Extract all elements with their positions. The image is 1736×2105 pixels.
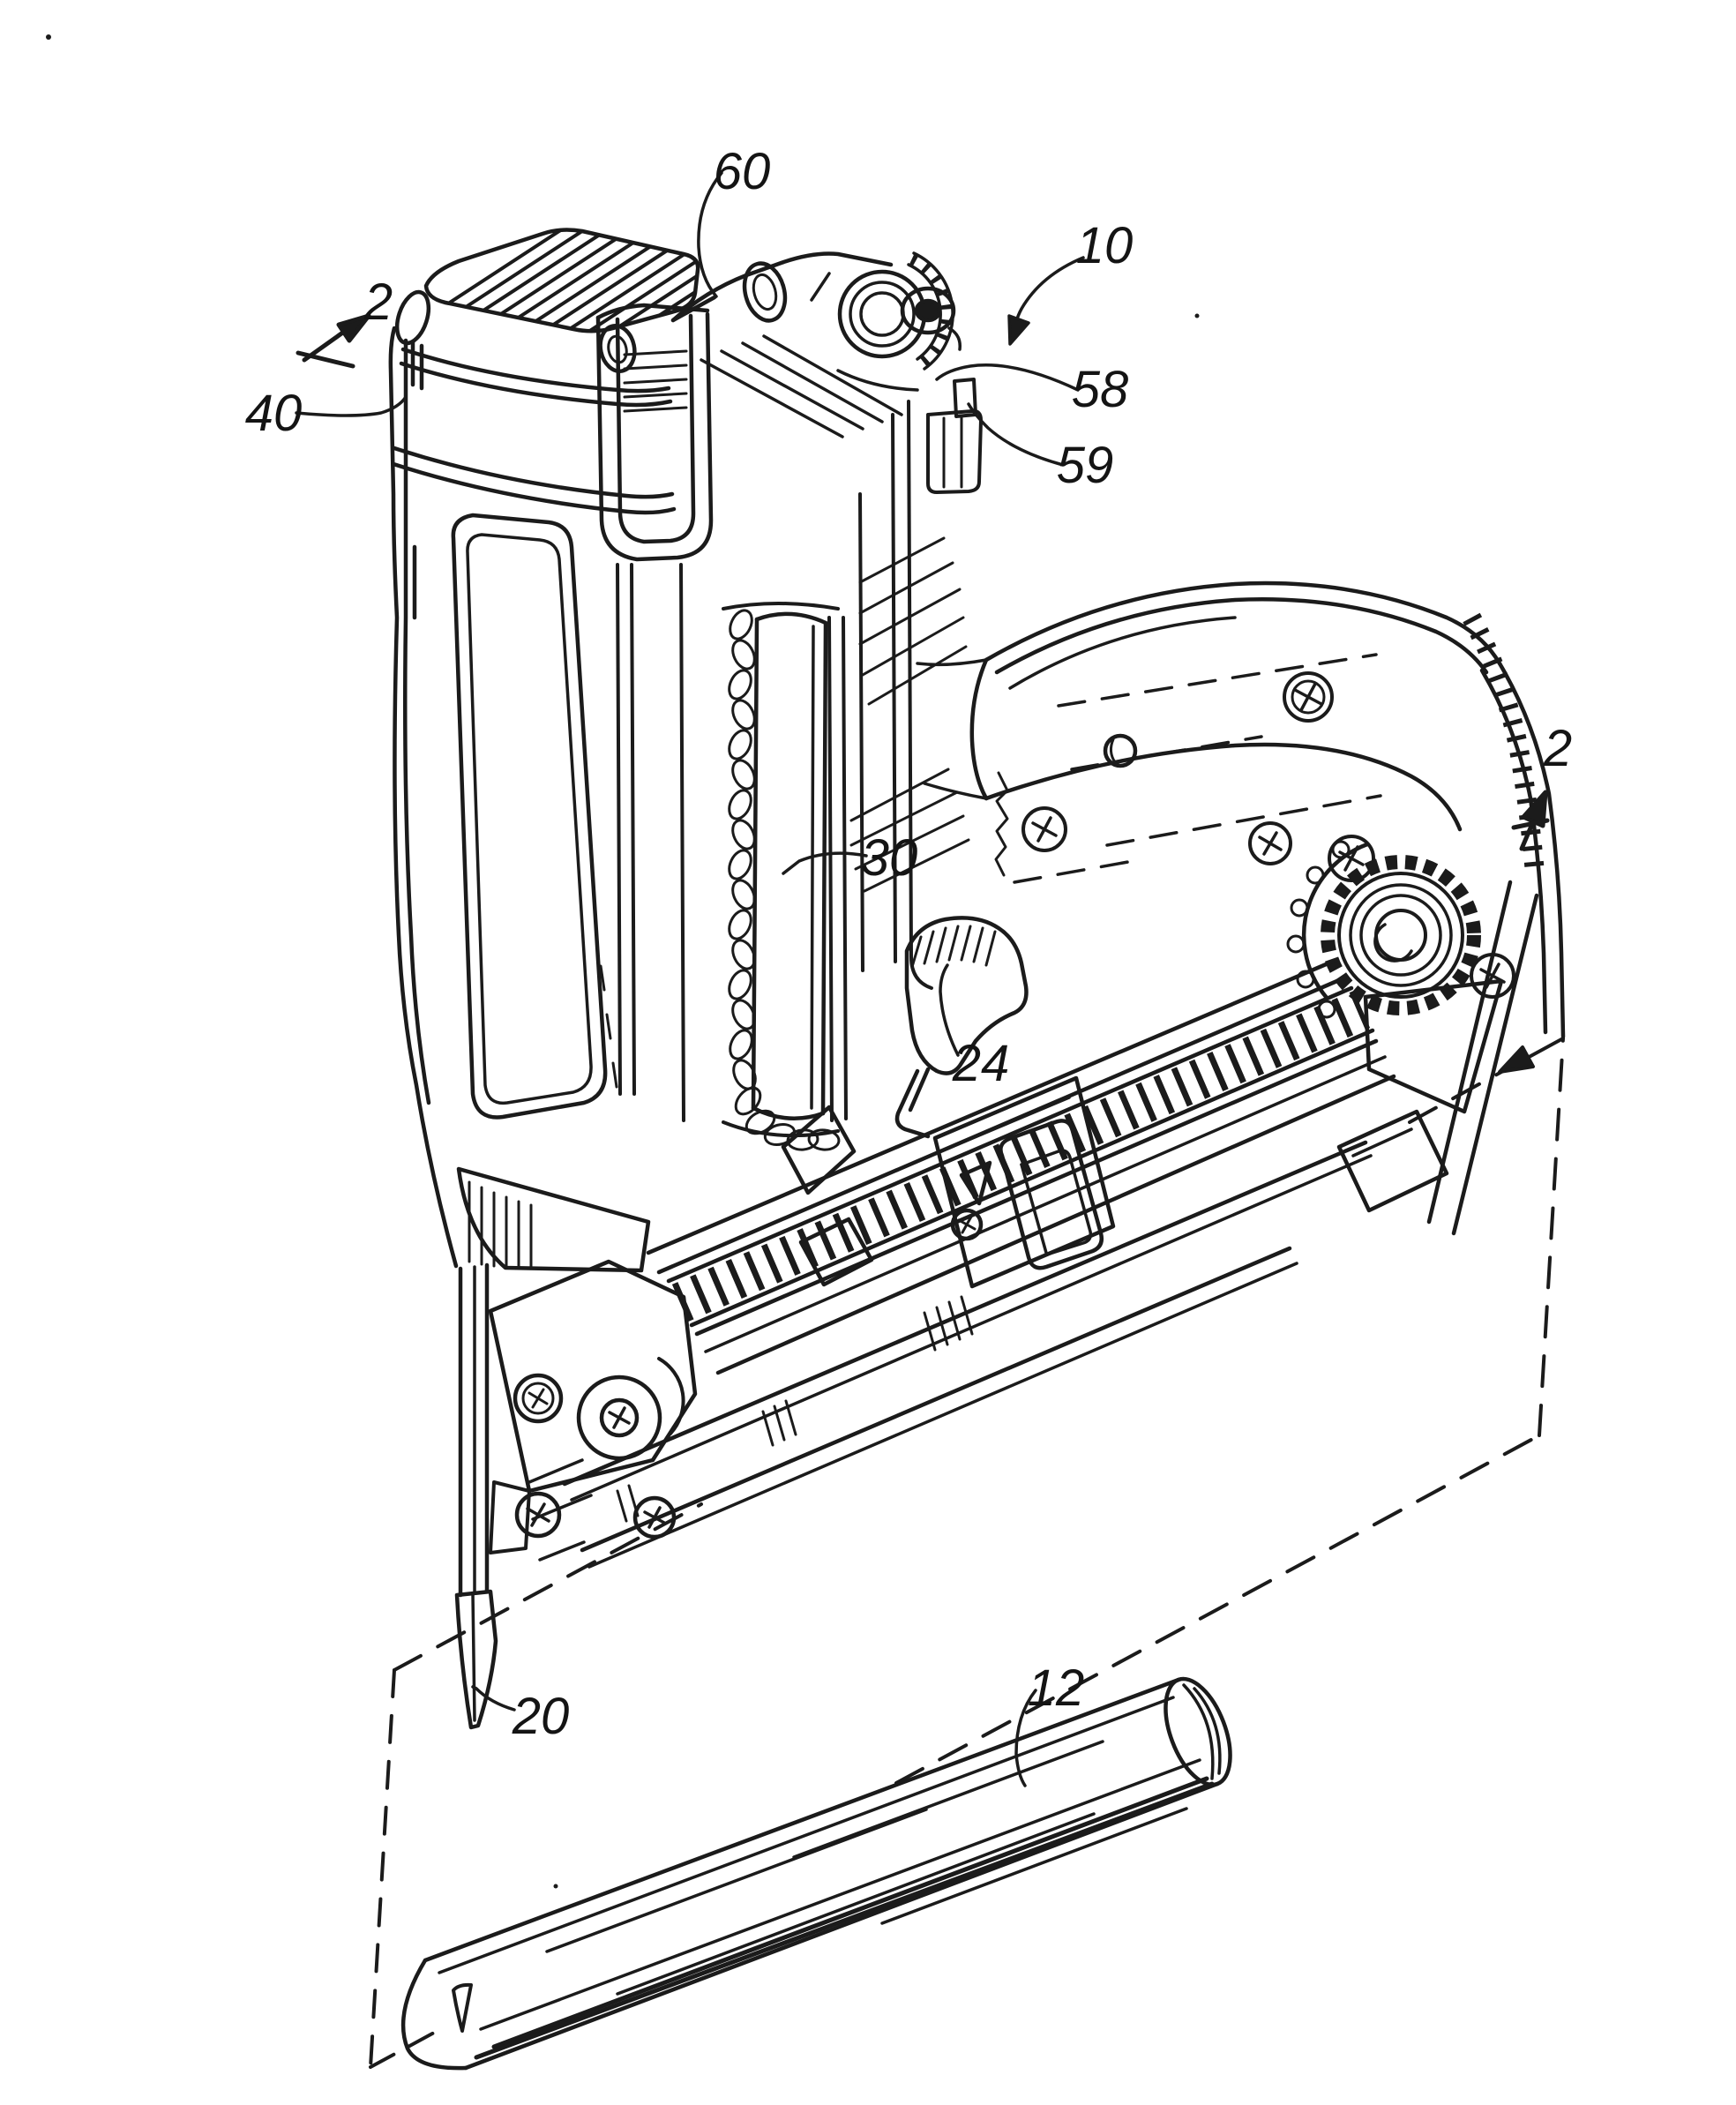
ink-specks [46,34,1200,1889]
ref-label-40: 40 [245,385,303,442]
section-arrow-left [296,313,371,369]
magazine [562,957,1396,1569]
pusher-indicator-triangle-icon [959,1160,992,1206]
latch-lower-clip [926,408,983,494]
ref-label-12: 12 [1028,1659,1085,1717]
nose-assembly [454,1259,698,1730]
ref-label-section-left: 2 [363,273,393,331]
magazine-shade-ticks [616,1295,974,1523]
handle-hole [1103,733,1138,768]
ref-label-58: 58 [1072,361,1129,418]
section-plane [369,1037,1565,2069]
screw-icon [1021,806,1067,852]
contact-tip [454,1589,498,1730]
section-arrow-right [1511,790,1550,851]
section-arrowhead-icon [336,313,371,343]
handle [916,581,1566,1039]
leader-12 [1014,1689,1037,1787]
roller-wheel [576,1375,662,1461]
housing-mid [616,400,970,1138]
housing-shade-hatching [849,536,970,893]
trigger-hatching [910,925,997,969]
battery-window [451,513,608,1120]
ref-label-20: 20 [512,1688,570,1745]
screw-icon [514,1491,562,1539]
nail-strip-hatching [671,990,1371,1322]
assembly-arrowhead-icon [1007,314,1030,346]
handle-hidden-lines [1013,653,1382,884]
leader-60 [697,171,723,298]
ref-label-60: 60 [714,143,771,200]
leader-24 [939,963,960,1057]
screw-icon [1328,835,1375,882]
ref-label-59: 59 [1057,437,1114,494]
adjustment-wheel [1286,840,1481,1019]
actuator-ring-hatching [909,252,954,369]
screw-icon [632,1495,677,1539]
ref-label-10: 10 [1076,217,1134,274]
leader-59 [967,402,1065,467]
screw-icon [1283,671,1334,723]
leader-30 [782,851,868,875]
roller-wheel-rear [657,1357,685,1435]
ref-label-24: 24 [952,1035,1010,1092]
rear-mount [1336,880,1539,1236]
belt-hook [595,303,714,562]
screw-icon [1248,821,1292,865]
wheel-knurl-teeth [1321,855,1481,1015]
workpiece-rod [400,1676,1232,2071]
pusher-grip [999,1119,1104,1270]
rod-grain-lines [438,1696,1215,2060]
rear-edge-hatching [1463,612,1545,874]
screw-icon [950,1208,984,1241]
nail-pusher [932,1075,1116,1289]
plane-direction-arrowhead-icon [1498,1045,1535,1074]
leader-40 [295,395,408,417]
actuator-cap [670,251,956,438]
ref-label-30: 30 [861,829,918,887]
fuel-cell-cylinder [728,609,841,1151]
leader-lines [295,171,1085,1787]
magazine-end-cap [1336,1109,1449,1213]
ref-label-section-right: 2 [1543,720,1572,777]
rod-marker-flag-icon [452,1982,473,2033]
screws [1021,671,1515,999]
screw-icon [513,1373,564,1424]
leader-58 [935,363,1080,392]
leader-20 [471,1685,516,1712]
